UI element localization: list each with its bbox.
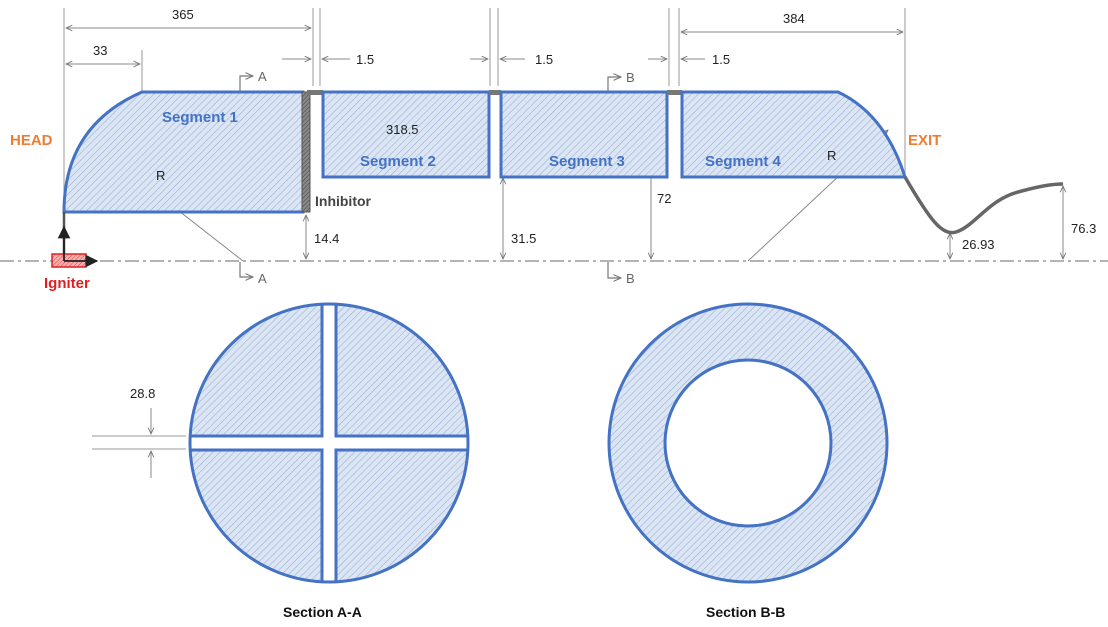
segment-4-grain (680, 90, 908, 179)
head-label: HEAD (10, 132, 53, 149)
dim-gap-1: 1.5 (356, 52, 374, 67)
section-b-caption: Section B-B (706, 604, 785, 620)
segment-4-label: Segment 4 (705, 153, 782, 170)
cut-a-label-bottom: A (258, 271, 267, 286)
case-joint-3 (667, 90, 682, 95)
dim-31-5: 31.5 (511, 231, 536, 246)
case-joint-2 (489, 90, 501, 95)
cut-a-label-top: A (258, 69, 267, 84)
nozzle-contour (903, 176, 1064, 235)
inhibitor-layer (301, 91, 311, 213)
dim-365: 365 (172, 7, 194, 22)
dim-26-93: 26.93 (962, 237, 995, 252)
segment-3-grain (499, 90, 669, 179)
segment-1-label: Segment 1 (162, 109, 238, 126)
cut-b-label-bottom: B (626, 271, 635, 286)
dim-28-8: 28.8 (130, 386, 155, 401)
section-cut-b-bottom: B (607, 262, 635, 286)
dim-gap-3: 1.5 (712, 52, 730, 67)
section-b-b (607, 302, 889, 584)
exit-label: EXIT (908, 132, 941, 149)
section-a-caption: Section A-A (283, 604, 362, 620)
segment-2-grain (321, 90, 491, 179)
section-a-a (188, 302, 470, 584)
segment-2-label: Segment 2 (360, 153, 436, 170)
dim-76-3: 76.3 (1071, 221, 1096, 236)
inhibitor-label: Inhibitor (315, 193, 372, 209)
segment-3-label: Segment 3 (549, 153, 625, 170)
section-cut-a-top: A (239, 69, 267, 92)
section-cut-a-bottom: A (239, 262, 267, 286)
radius-label-left: R (156, 168, 165, 183)
extension-lines (63, 8, 906, 212)
dim-14-4: 14.4 (314, 231, 339, 246)
segment-1-grain (62, 90, 305, 214)
case-joint-1 (307, 90, 323, 95)
dim-72: 72 (657, 191, 671, 206)
dim-318-5: 318.5 (386, 122, 419, 137)
cut-b-label-top: B (626, 70, 635, 85)
dim-gap-2: 1.5 (535, 52, 553, 67)
dim-384: 384 (783, 11, 805, 26)
igniter-label: Igniter (44, 275, 90, 292)
radius-label-right: R (827, 148, 836, 163)
section-cut-b-top: B (607, 70, 635, 92)
dim-33: 33 (93, 43, 107, 58)
